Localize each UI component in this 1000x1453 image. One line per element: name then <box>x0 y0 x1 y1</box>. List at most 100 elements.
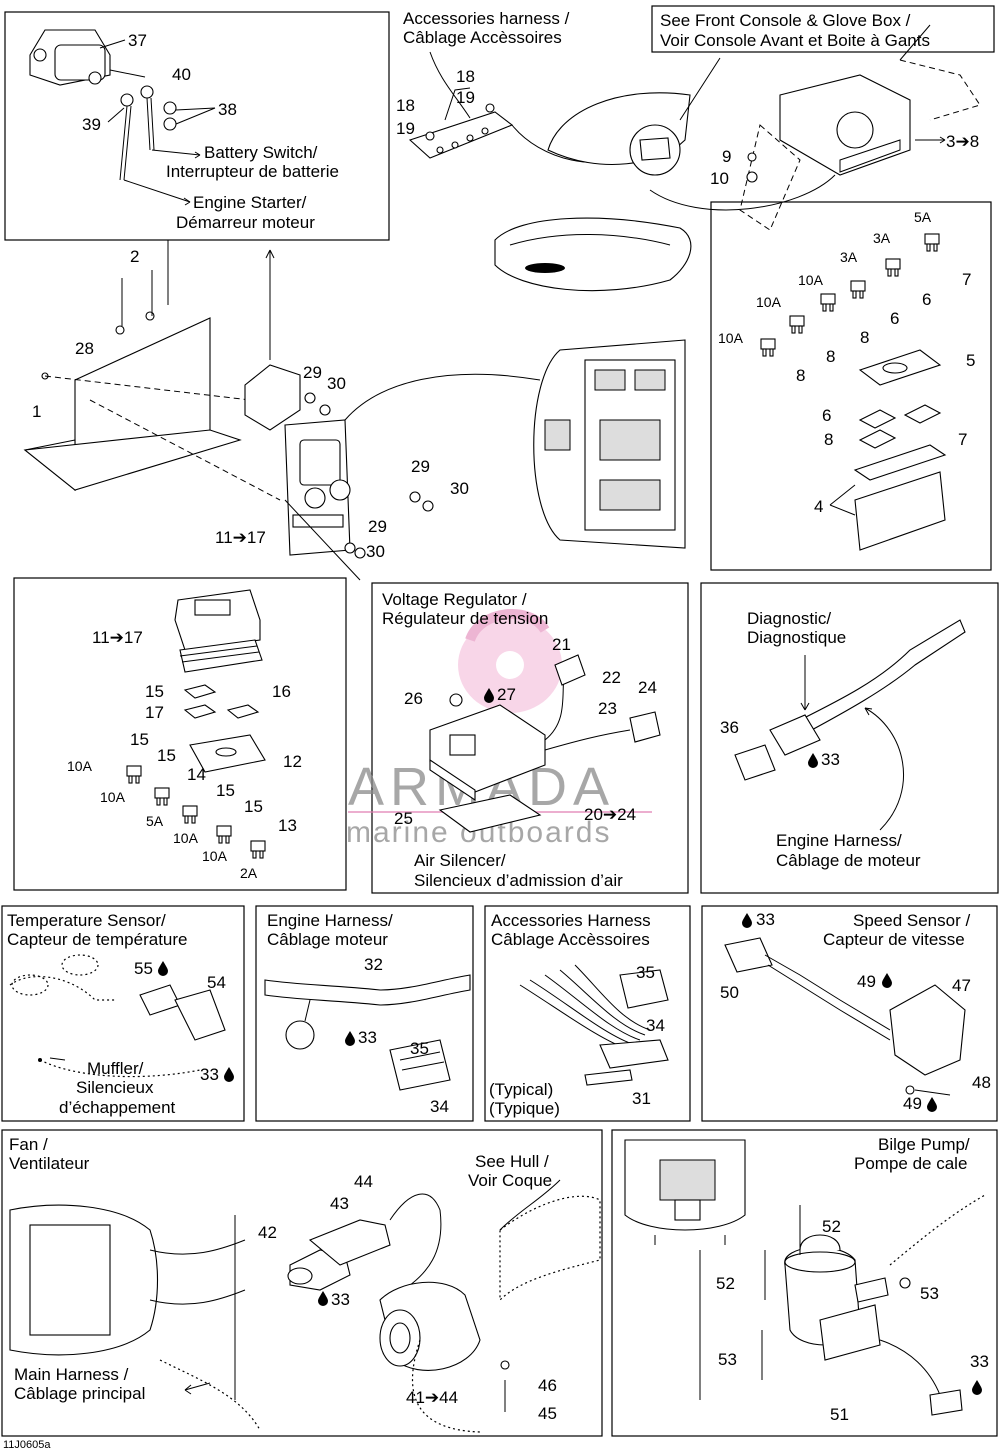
callout-35-a: 35 <box>410 1039 429 1058</box>
callout-45: 45 <box>538 1404 557 1423</box>
accessories-harness-art <box>519 964 669 1086</box>
callout-33-c: 33 <box>358 1028 377 1047</box>
see-hull-label-fr: Voir Coque <box>468 1171 552 1190</box>
callout-31: 31 <box>632 1089 651 1108</box>
callout-18-b: 18 <box>396 96 415 115</box>
fuse-label-10A-d: 10A <box>67 758 93 774</box>
speed-sensor-title-fr: Capteur de vitesse <box>823 930 965 949</box>
callout-33-f: 33 <box>970 1352 989 1371</box>
callout-12: 12 <box>283 752 302 771</box>
speed-sensor-art <box>724 937 966 1096</box>
callout-53-a: 53 <box>920 1284 939 1303</box>
bilge-pump-panel <box>611 1129 998 1437</box>
reference-code: 11J0605a <box>3 1439 51 1451</box>
relay-fuse-panel <box>13 577 347 891</box>
callout-49-b: 49 <box>903 1094 922 1113</box>
bilge-pump-art <box>624 1139 986 1416</box>
callout-39: 39 <box>82 115 101 134</box>
diagnostic-title-fr: Diagnostique <box>747 628 846 647</box>
fuse-box-art <box>760 233 947 551</box>
fuse-label-10A-g: 10A <box>202 848 228 864</box>
accessories-harness-top-fr: Câblage Accèssoires <box>403 28 562 47</box>
callout-27: 27 <box>497 685 516 704</box>
callout-15-d: 15 <box>216 781 235 800</box>
engine-starter-label-fr: Démarreur moteur <box>176 213 315 232</box>
voltage-regulator-title-fr: Régulateur de tension <box>382 609 548 628</box>
callout-32: 32 <box>364 955 383 974</box>
engine-harness-art <box>264 974 471 1091</box>
callout-15-c: 15 <box>157 746 176 765</box>
callout-15-e: 15 <box>244 797 263 816</box>
callout-6-a: 6 <box>922 290 931 309</box>
accessories-harness-title-en: Accessories Harness <box>491 911 651 930</box>
fan-title-fr: Ventilateur <box>9 1154 90 1173</box>
front-console-label-frame <box>651 5 995 53</box>
glove-box-art <box>649 24 981 231</box>
fuse-label-10A-a: 10A <box>798 272 824 288</box>
speed-sensor-title-en: Speed Sensor / <box>853 911 970 930</box>
boat-top-view-art <box>533 339 686 549</box>
callout-7-b: 7 <box>958 430 967 449</box>
callout-38: 38 <box>218 100 237 119</box>
callout-15-a: 15 <box>145 682 164 701</box>
fuse-label-10A-b: 10A <box>756 294 782 310</box>
callout-33-e: 33 <box>331 1290 350 1309</box>
front-console-label-fr: Voir Console Avant et Boite à Gants <box>660 31 930 50</box>
callout-21: 21 <box>552 635 571 654</box>
engine-harness-diag-en: Engine Harness/ <box>776 831 902 850</box>
temperature-sensor-art <box>9 954 226 1078</box>
bilge-pump-title-en: Bilge Pump/ <box>878 1135 970 1154</box>
bilge-pump-title-fr: Pompe de cale <box>854 1154 967 1173</box>
callout-44-a: 44 <box>354 1172 373 1191</box>
fuse-label-3A-a: 3A <box>873 230 891 246</box>
callout-30-a: 30 <box>327 374 346 393</box>
callout-9: 9 <box>722 147 731 166</box>
callout-18-a: 18 <box>456 67 475 86</box>
muffler-label-en: Muffler/ <box>87 1059 144 1078</box>
battery-switch-title-fr: Interrupteur de batterie <box>166 162 339 181</box>
relay-fuse-art <box>126 589 266 859</box>
callout-30-c: 30 <box>366 542 385 561</box>
callout-2: 2 <box>130 247 139 266</box>
watermark-logo <box>458 609 562 713</box>
callout-6-b: 6 <box>890 309 899 328</box>
battery-switch-title-en: Battery Switch/ <box>204 143 318 162</box>
fuse-label-10A-f: 10A <box>173 830 199 846</box>
callout-8-b: 8 <box>826 347 835 366</box>
fuse-label-5A-b: 5A <box>146 813 164 829</box>
fuse-label-10A-c: 10A <box>718 330 744 346</box>
diagnostic-panel <box>700 582 999 894</box>
callout-5: 5 <box>966 351 975 370</box>
speed-sensor-panel <box>701 905 998 1122</box>
callout-29-b: 29 <box>411 457 430 476</box>
callout-33-a: 33 <box>821 750 840 769</box>
callout-54: 54 <box>207 973 226 992</box>
battery-switch-art <box>29 29 216 206</box>
muffler-label-fr: Silencieux <box>76 1078 154 1097</box>
accessories-harness-panel <box>484 905 691 1122</box>
callout-40: 40 <box>172 65 191 84</box>
callout-29-a: 29 <box>303 363 322 382</box>
callout-37: 37 <box>128 31 147 50</box>
callout-49-a: 49 <box>857 972 876 991</box>
callout-28: 28 <box>75 339 94 358</box>
front-console-label-en: See Front Console & Glove Box / <box>660 11 911 30</box>
callout-22: 22 <box>602 668 621 687</box>
callout-47: 47 <box>952 976 971 995</box>
callout-8-c: 8 <box>796 366 805 385</box>
diagnostic-connector-art <box>734 619 966 831</box>
see-hull-label-en: See Hull / <box>475 1152 549 1171</box>
mounting-plate-art <box>23 240 541 581</box>
callout-34-a: 34 <box>430 1097 449 1116</box>
callout-43: 43 <box>330 1194 349 1213</box>
muffler-label-fr-2: d’échappement <box>59 1098 176 1117</box>
callout-4: 4 <box>814 497 823 516</box>
callout-55: 55 <box>134 959 153 978</box>
engine-harness-title-en: Engine Harness/ <box>267 911 393 930</box>
typical-label-fr: (Typique) <box>489 1099 560 1118</box>
engine-harness-title-fr: Câblage moteur <box>267 930 388 949</box>
accessories-harness-title-fr: Câblage Accèssoires <box>491 930 650 949</box>
callout-20-24: 20➔24 <box>584 805 636 824</box>
accessories-harness-top-en: Accessories harness / <box>403 9 570 28</box>
